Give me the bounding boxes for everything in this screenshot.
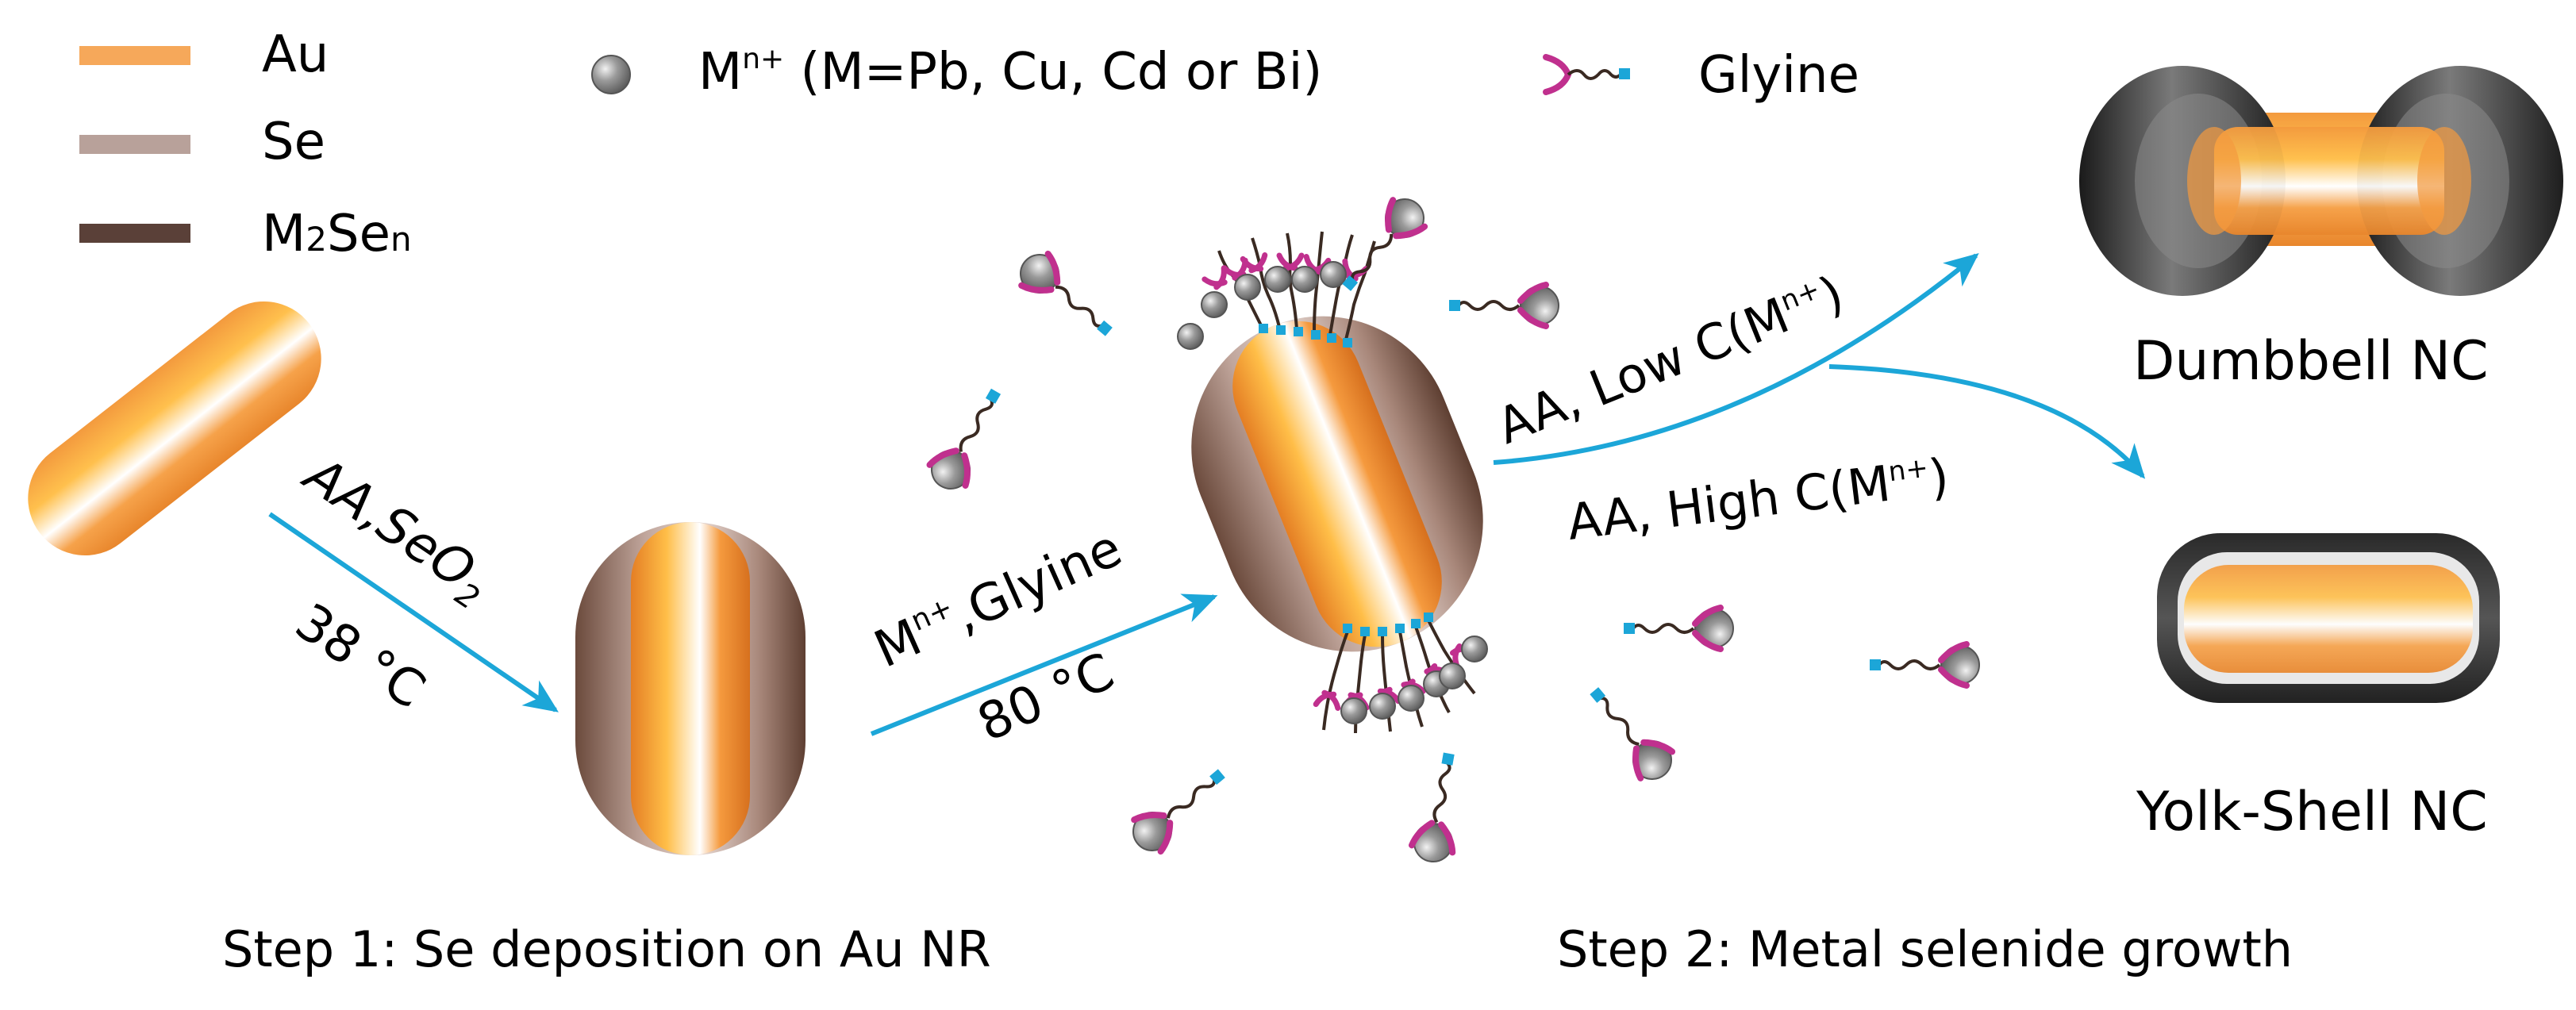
arrow4-label: AA, High C(Mn+) bbox=[1564, 447, 1952, 551]
au-se-coreshell bbox=[575, 522, 805, 855]
free-complex bbox=[926, 388, 1002, 490]
top-ligand-anchors bbox=[1259, 324, 1352, 348]
free-complex bbox=[1624, 605, 1734, 652]
free-complex bbox=[1018, 250, 1113, 336]
arrow-high-concentration bbox=[1828, 364, 2146, 479]
legend-se-label: Se bbox=[262, 113, 325, 171]
top-ligand-ions bbox=[1177, 261, 1347, 350]
legend-m2sen-swatch bbox=[79, 224, 190, 243]
legend-m2sen-label: M2Sen bbox=[262, 205, 412, 263]
legend-glycine-label: Glyine bbox=[1698, 46, 1859, 105]
arrow-step1 bbox=[268, 512, 559, 712]
arrow-low-concentration bbox=[1493, 252, 1979, 465]
dumbbell-label: Dumbbell NC bbox=[2133, 330, 2489, 393]
yolkshell-label: Yolk-Shell NC bbox=[2136, 781, 2488, 843]
ligand-coated-particle bbox=[1191, 316, 1483, 652]
legend-au-label: Au bbox=[262, 25, 329, 84]
free-complex bbox=[1131, 769, 1225, 855]
step2-caption: Step 2: Metal selenide growth bbox=[1557, 920, 2293, 978]
free-complex bbox=[1590, 687, 1676, 782]
arrow-step2 bbox=[870, 593, 1218, 736]
dumbbell-nanocrystal bbox=[2079, 66, 2563, 296]
legend-au-swatch bbox=[79, 46, 190, 65]
arrow1-label-top: AA,SeO2 bbox=[288, 444, 502, 617]
yolkshell-nanocrystal bbox=[2157, 533, 2500, 703]
free-complex bbox=[1870, 641, 1980, 689]
au-nanorod bbox=[28, 301, 321, 556]
legend-ion-icon bbox=[591, 55, 631, 94]
arrow2-label-bottom: 80 °C bbox=[969, 642, 1122, 753]
legend-glycine-icon bbox=[1543, 54, 1630, 95]
bottom-ligand-ions bbox=[1340, 636, 1488, 724]
free-complex bbox=[1449, 282, 1559, 329]
bottom-ligand-anchors bbox=[1343, 613, 1433, 636]
legend-ion-label: Mn+ (M=Pb, Cu, Cd or Bi) bbox=[698, 43, 1322, 102]
free-complex bbox=[1342, 197, 1428, 291]
legend-se-swatch bbox=[79, 135, 190, 154]
free-complex bbox=[1409, 752, 1456, 862]
step1-caption: Step 1: Se deposition on Au NR bbox=[222, 920, 991, 978]
